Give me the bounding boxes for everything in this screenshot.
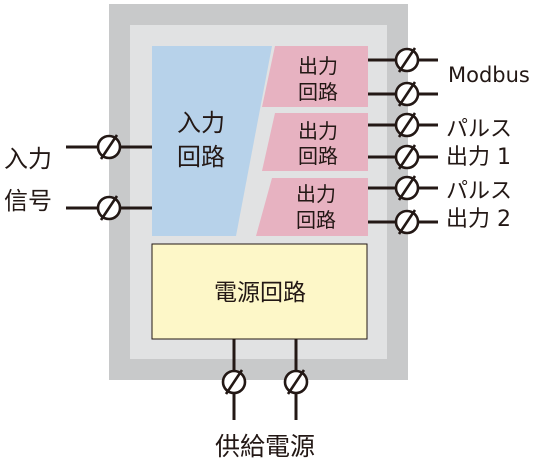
pulse2-label-line1: パルス [446, 179, 512, 204]
input-signal-label-line2: 信号 [4, 187, 52, 215]
pulse2-terminal-1-icon [394, 175, 420, 201]
pulse2-terminal-2-icon [394, 209, 420, 235]
pulse1-terminal-2-icon [394, 144, 420, 170]
output-circuit-3-label-line1: 出力 [296, 182, 336, 206]
output-circuit-block-2 [262, 113, 368, 171]
input-circuit-label-line1: 入力 [177, 109, 225, 137]
power-terminal-1-icon [221, 369, 247, 395]
output-circuit-3-label-line2: 回路 [296, 208, 336, 232]
modbus-terminal-2-icon [394, 81, 420, 107]
pulse1-terminal-1-icon [394, 112, 420, 138]
input-terminal-1-icon [96, 134, 122, 160]
output-circuit-block-1 [262, 46, 368, 107]
power-terminal-2-icon [283, 369, 309, 395]
output-circuit-block-3 [256, 178, 368, 236]
output-circuit-2-label-line1: 出力 [298, 119, 338, 143]
power-circuit-label: 電源回路 [214, 280, 306, 306]
pulse1-label-line1: パルス [446, 117, 512, 142]
output-circuit-1-label-line1: 出力 [298, 54, 338, 78]
power-circuit-block [151, 243, 368, 340]
input-circuit-block [152, 46, 272, 236]
input-terminal-2-icon [96, 195, 122, 221]
power-supply-label: 供給電源 [215, 432, 315, 461]
modbus-label: Modbus [448, 63, 530, 87]
pulse1-label-line2: 出力 1 [446, 145, 511, 170]
output-circuit-2-label-line2: 回路 [298, 144, 338, 168]
modbus-terminal-1-icon [394, 47, 420, 73]
output-circuit-1-label-line2: 回路 [298, 80, 338, 104]
input-signal-label-line1: 入力 [4, 145, 52, 173]
pulse2-label-line2: 出力 2 [446, 207, 511, 232]
input-circuit-label-line2: 回路 [177, 143, 225, 171]
